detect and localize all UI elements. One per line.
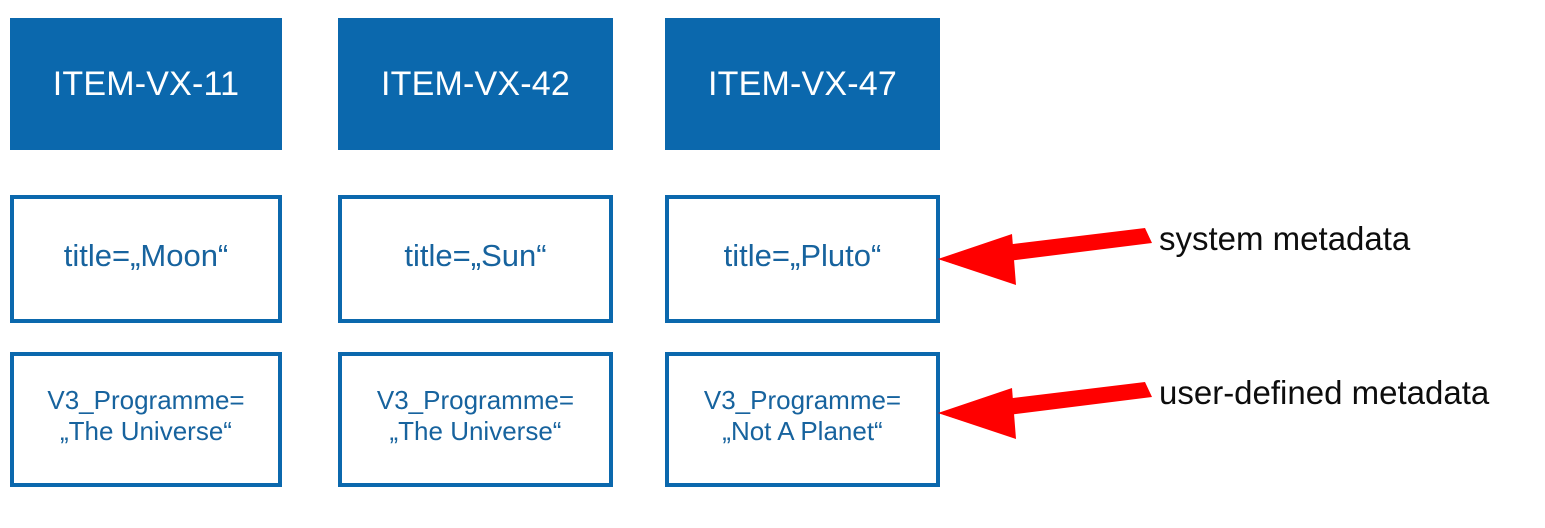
system-metadata-arrow bbox=[938, 228, 1152, 285]
system-metadata-box-1: title=„Moon“ bbox=[10, 195, 282, 323]
user-metadata-box-1: V3_Programme= „The Universe“ bbox=[10, 352, 282, 487]
system-metadata-caption: system metadata bbox=[1159, 220, 1411, 257]
item-id-box-2: ITEM-VX-42 bbox=[338, 18, 613, 150]
user-metadata-label-3: V3_Programme= „Not A Planet“ bbox=[703, 384, 902, 446]
item-id-label-3: ITEM-VX-47 bbox=[707, 65, 898, 103]
item-id-label-1: ITEM-VX-11 bbox=[52, 65, 240, 103]
system-metadata-box-3: title=„Pluto“ bbox=[665, 195, 940, 323]
item-id-label-2: ITEM-VX-42 bbox=[380, 65, 571, 103]
user-metadata-label-1: V3_Programme= „The Universe“ bbox=[47, 384, 245, 446]
user-metadata-arrow bbox=[938, 382, 1152, 439]
item-id-box-1: ITEM-VX-11 bbox=[10, 18, 282, 150]
user-metadata-box-3: V3_Programme= „Not A Planet“ bbox=[665, 352, 940, 487]
system-metadata-box-2: title=„Sun“ bbox=[338, 195, 613, 323]
user-metadata-box-2: V3_Programme= „The Universe“ bbox=[338, 352, 613, 487]
system-metadata-label-2: title=„Sun“ bbox=[404, 237, 547, 273]
user-metadata-label-2: V3_Programme= „The Universe“ bbox=[376, 384, 575, 446]
system-metadata-label-1: title=„Moon“ bbox=[63, 237, 229, 273]
item-id-box-3: ITEM-VX-47 bbox=[665, 18, 940, 150]
system-metadata-label-3: title=„Pluto“ bbox=[723, 237, 882, 273]
user-metadata-caption: user-defined metadata bbox=[1159, 374, 1490, 411]
